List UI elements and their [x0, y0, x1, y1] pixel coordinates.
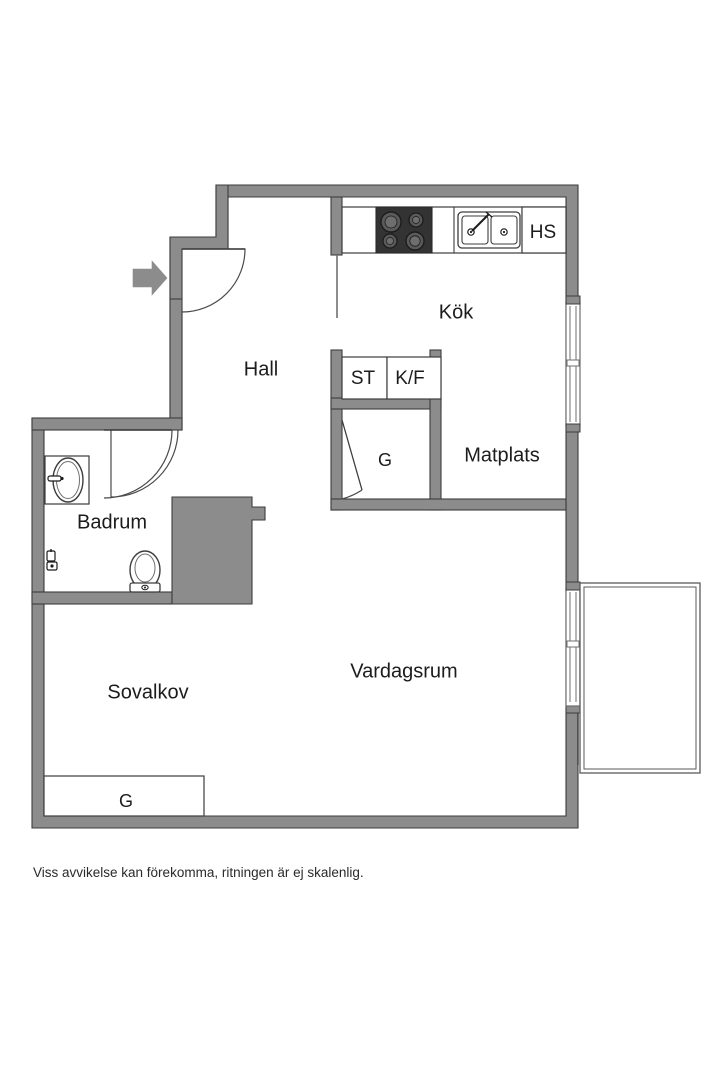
annotation-hs: HS: [530, 222, 556, 243]
kitchen-fixtures: [336, 206, 567, 318]
door-group: [103, 248, 635, 766]
window-kitchen-east: [565, 295, 581, 433]
closet-mid-wall: [330, 397, 442, 410]
bathroom-south-wall: [31, 591, 173, 605]
disclaimer-footnote: Viss avvikelse kan förekomma, ritningen …: [33, 865, 364, 880]
bathroom-door-swing-arc: [103, 429, 173, 499]
closet-door-g[interactable]: [341, 419, 363, 500]
annotation-st: ST: [351, 368, 376, 389]
kitchen-sink-icon: [457, 211, 521, 249]
bathroom-north-wall: [31, 417, 183, 431]
toilet-icon: [129, 550, 161, 593]
entry-arrow-icon: [132, 260, 168, 296]
annotation-kf: K/F: [395, 368, 425, 389]
st-cell: [341, 356, 388, 400]
closet-door-leaf: [341, 419, 363, 491]
closet-cells: [341, 356, 442, 400]
sovalkov-closet-g: [43, 775, 205, 817]
kitchen-partition-stub: [330, 196, 343, 256]
room-label-hall: Hall: [244, 358, 278, 380]
window-group: [565, 295, 581, 707]
kf-cell: [386, 356, 442, 400]
balcony-outline: [579, 582, 701, 774]
structural-shaft-block: [171, 496, 266, 605]
room-labels: Hall Kök Matplats Badrum Vardagsrum Sova…: [77, 301, 540, 703]
entry-door-swing: [181, 248, 246, 313]
annotation-g-sovalkov: G: [119, 791, 133, 811]
room-label-badrum: Badrum: [77, 511, 147, 533]
washbasin-icon: [44, 455, 90, 505]
room-label-kok: Kök: [439, 301, 474, 323]
hall-west-wall: [169, 298, 183, 431]
entry-door[interactable]: [132, 248, 246, 313]
annotation-g-hall: G: [378, 450, 392, 470]
room-label-vardagsrum: Vardagsrum: [350, 660, 457, 682]
livingroom-north-wall: [330, 498, 567, 511]
window-livingroom-east: [565, 581, 581, 707]
wall-structure: [31, 184, 579, 829]
room-label-sovalkov: Sovalkov: [107, 681, 188, 703]
floor-drain-valve-icon: [46, 549, 58, 571]
bathroom-fixtures: [44, 455, 161, 593]
hs-cabinet: [521, 206, 567, 254]
closet-west-wall: [330, 349, 343, 511]
annotation-labels: HS ST K/F G G: [119, 222, 556, 811]
bathroom-door[interactable]: [103, 429, 179, 499]
stove-cooktop-icon: [375, 206, 433, 254]
room-label-matplats: Matplats: [464, 444, 540, 466]
